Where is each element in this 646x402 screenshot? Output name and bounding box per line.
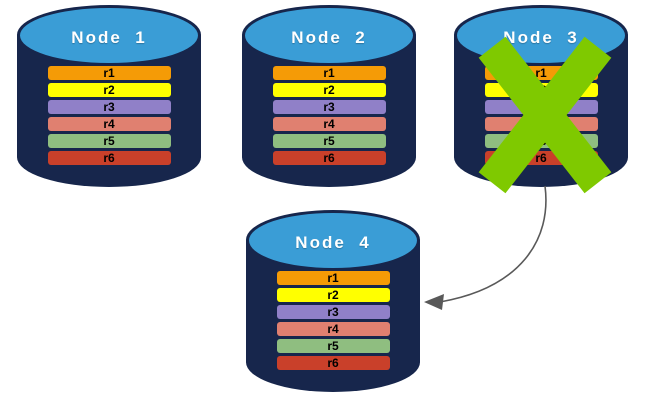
node-1-row-r5: r5 — [47, 134, 171, 148]
node-4-row-r5: r5 — [276, 339, 390, 353]
node-4-row-r3: r3 — [276, 305, 390, 319]
node-3-rows: r1 r2 r3 r4 r5 r6 — [455, 66, 627, 168]
node-4-rows: r1 r2 r3 r4 r5 r6 — [247, 271, 419, 373]
replication-arrow-head — [424, 294, 444, 310]
node-3-cylinder-top — [455, 6, 627, 66]
node-4-row-r4: r4 — [276, 322, 390, 336]
node-3-row-r5: r5 — [484, 134, 598, 148]
node-2-cylinder-top — [243, 6, 415, 66]
node-3-row-r2: r2 — [484, 83, 598, 97]
node-2-row-r1: r1 — [272, 66, 386, 80]
node-1[interactable]: Node 1 r1 r2 r3 r4 r5 r6 — [18, 6, 200, 186]
node-4[interactable]: Node 4 r1 r2 r3 r4 r5 r6 — [247, 211, 419, 391]
node-3-row-r6: r6 — [484, 151, 598, 165]
node-4-row-r2: r2 — [276, 288, 390, 302]
node-2-row-r4: r4 — [272, 117, 386, 131]
node-1-row-r3: r3 — [47, 100, 171, 114]
node-1-row-r2: r2 — [47, 83, 171, 97]
node-1-row-r4: r4 — [47, 117, 171, 131]
node-4-row-r1: r1 — [276, 271, 390, 285]
node-4-cylinder-top — [247, 211, 419, 271]
node-2-row-r5: r5 — [272, 134, 386, 148]
node-2-row-r3: r3 — [272, 100, 386, 114]
node-3-row-r3: r3 — [484, 100, 598, 114]
node-4-row-r6: r6 — [276, 356, 390, 370]
node-2-row-r6: r6 — [272, 151, 386, 165]
node-3-row-r4: r4 — [484, 117, 598, 131]
replication-arrow-path — [439, 185, 547, 303]
node-2-rows: r1 r2 r3 r4 r5 r6 — [243, 66, 415, 168]
node-2[interactable]: Node 2 r1 r2 r3 r4 r5 r6 — [243, 6, 415, 186]
node-2-row-r2: r2 — [272, 83, 386, 97]
node-1-cylinder-top — [18, 6, 200, 66]
node-1-row-r6: r6 — [47, 151, 171, 165]
node-1-rows: r1 r2 r3 r4 r5 r6 — [18, 66, 200, 168]
node-3[interactable]: Node 3 r1 r2 r3 r4 r5 r6 — [455, 6, 627, 186]
node-3-row-r1: r1 — [484, 66, 598, 80]
node-1-row-r1: r1 — [47, 66, 171, 80]
